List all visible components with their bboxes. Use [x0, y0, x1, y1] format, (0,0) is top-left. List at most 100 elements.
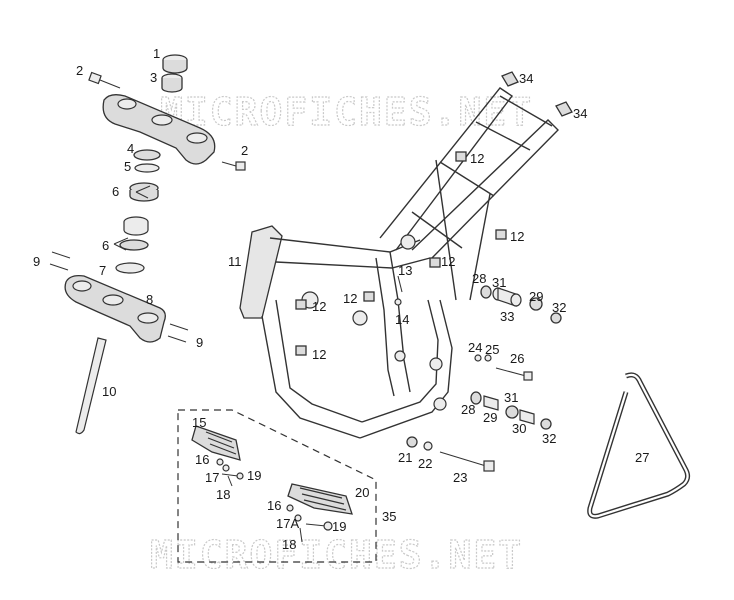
part-23-bolt [439, 451, 495, 472]
callout-34-lower: 34 [573, 106, 587, 121]
part-16-spring-upper [216, 458, 224, 466]
callout-18-lower: 18 [282, 537, 296, 552]
part-4-nut [133, 149, 161, 161]
callout-1: 1 [153, 46, 160, 61]
part-17-washer [222, 464, 230, 472]
part-31-washer-lower [505, 405, 519, 419]
callout-24: 24 [468, 340, 482, 355]
part-28-washer-lower [470, 391, 482, 405]
callout-8: 8 [146, 292, 153, 307]
part-26-bolt [495, 367, 533, 381]
callout-12-f: 12 [312, 347, 326, 362]
part-19-bolt-upper [221, 472, 244, 480]
callout-4: 4 [127, 141, 134, 156]
part-34-clip-upper [501, 71, 519, 87]
callout-10: 10 [102, 384, 116, 399]
part-21-nut [406, 436, 418, 448]
leader-6a-2 [135, 191, 149, 199]
part-29-washer-upper [529, 297, 543, 311]
upper-triple-clamp-group [88, 54, 246, 274]
leader-6a [135, 185, 151, 193]
part-12-clip-b [495, 229, 507, 240]
callout-9-left: 9 [33, 254, 40, 269]
bearing-race-body [123, 222, 149, 236]
callout-20: 20 [355, 485, 369, 500]
callout-7: 7 [99, 263, 106, 278]
part-10-steering-stem [75, 337, 107, 435]
frame-boss-4 [429, 357, 443, 371]
callout-12-e: 12 [343, 291, 357, 306]
callout-12-d: 12 [312, 299, 326, 314]
part-9-bolts-left [49, 251, 71, 271]
part-12-clip-f [295, 345, 307, 356]
callout-13: 13 [398, 263, 412, 278]
part-28-washer-upper [480, 285, 492, 299]
callout-16-lower: 16 [267, 498, 281, 513]
clamp-hole-center [151, 114, 173, 126]
callout-17: 17 [205, 470, 219, 485]
callout-5: 5 [124, 159, 131, 174]
callout-14: 14 [395, 312, 409, 327]
part-18-pin-upper [227, 475, 233, 487]
frame-boss-6 [433, 397, 447, 411]
part-32-nut-lower [540, 418, 552, 430]
footrest-kit-outline [177, 409, 377, 563]
part-12-clip-d [295, 299, 307, 310]
clamp-hole-left [117, 98, 137, 110]
part-1-cap-body [162, 60, 188, 74]
lower-clamp-hole-center [102, 294, 124, 306]
part-24-washer [474, 354, 482, 362]
part-17a-washer [294, 514, 302, 522]
part-9-bolts-right [167, 323, 189, 343]
part-16-spring-lower [286, 504, 294, 512]
part-32-nut-upper [550, 312, 562, 324]
frame-boss-2 [352, 310, 368, 326]
callout-15: 15 [192, 415, 206, 430]
callout-31-upper: 31 [492, 275, 506, 290]
callout-35: 35 [382, 509, 396, 524]
callout-32-upper: 32 [552, 300, 566, 315]
part-3-bushing-body [161, 78, 183, 93]
watermark-top: MICROFICHES.NET [160, 90, 533, 134]
callout-25: 25 [485, 342, 499, 357]
callout-28-lower: 28 [461, 402, 475, 417]
lower-triple-clamp [64, 274, 166, 343]
part-13-pin [397, 275, 403, 293]
part-30-spacer [519, 409, 535, 425]
watermark-bottom: MICROFICHES.NET [150, 533, 523, 577]
callout-12-b: 12 [510, 229, 524, 244]
part-12-clip-e [363, 291, 375, 302]
callout-6-upper: 6 [112, 184, 119, 199]
callout-27: 27 [635, 450, 649, 465]
upper-triple-clamp [102, 94, 216, 165]
upper-engine-mount-parts [480, 285, 562, 324]
frame-boss-3 [400, 234, 416, 250]
callout-28-upper: 28 [472, 271, 486, 286]
part-12-clip-c [429, 257, 441, 268]
lower-triple-clamp-group [49, 251, 189, 435]
part-2-bolt-right [221, 161, 246, 171]
callout-22: 22 [418, 456, 432, 471]
part-22-washer [423, 441, 433, 451]
callout-30: 30 [512, 421, 526, 436]
callout-3: 3 [150, 70, 157, 85]
lower-clamp-hole-right [137, 312, 159, 324]
callout-12-a: 12 [470, 151, 484, 166]
part-12-clip-a [455, 151, 467, 162]
callout-19-lower: 19 [332, 519, 346, 534]
callout-2-upper: 2 [76, 63, 83, 78]
callout-32-lower: 32 [542, 431, 556, 446]
lower-engine-mount-parts [470, 391, 552, 430]
callout-11: 11 [228, 254, 242, 269]
part-19-bolt-lower [305, 521, 333, 531]
callout-17a: 17A [276, 516, 299, 531]
part-6-bearing-lower [119, 239, 149, 251]
part-7-seal [115, 262, 145, 274]
part-15-footrest [191, 425, 241, 461]
callout-12-c: 12 [441, 254, 455, 269]
part-34-clip-lower [555, 101, 573, 117]
part-20-footrest [287, 483, 353, 515]
part-14-pin [394, 298, 402, 306]
callout-33: 33 [500, 309, 514, 324]
